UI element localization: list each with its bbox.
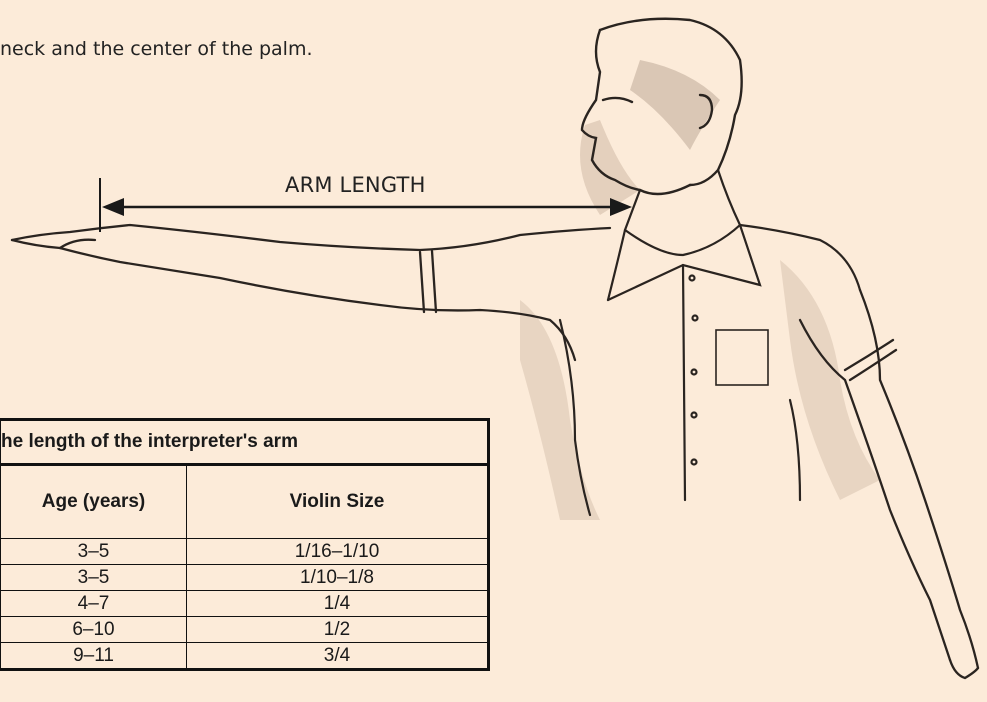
violin-size-cell: 1/16–1/10 <box>187 539 489 565</box>
column-header-violin-size: Violin Size <box>187 465 489 539</box>
violin-size-cell: 1/4 <box>187 591 489 617</box>
table-row: 4–7 1/4 <box>0 591 489 617</box>
arm-length-label: ARM LENGTH <box>285 173 426 197</box>
age-cell: 4–7 <box>0 591 187 617</box>
age-cell: 3–5 <box>0 565 187 591</box>
violin-size-table: he length of the interpreter's arm Age (… <box>0 418 490 671</box>
table-row: 6–10 1/2 <box>0 617 489 643</box>
age-cell: 9–11 <box>0 643 187 670</box>
table-caption: he length of the interpreter's arm <box>0 420 489 465</box>
violin-size-cell: 1/10–1/8 <box>187 565 489 591</box>
violin-size-cell: 1/2 <box>187 617 489 643</box>
table-row: 3–5 1/10–1/8 <box>0 565 489 591</box>
age-cell: 6–10 <box>0 617 187 643</box>
age-cell: 3–5 <box>0 539 187 565</box>
violin-size-cell: 3/4 <box>187 643 489 670</box>
table-row: 3–5 1/16–1/10 <box>0 539 489 565</box>
column-header-age: Age (years) <box>0 465 187 539</box>
table-row: 9–11 3/4 <box>0 643 489 670</box>
